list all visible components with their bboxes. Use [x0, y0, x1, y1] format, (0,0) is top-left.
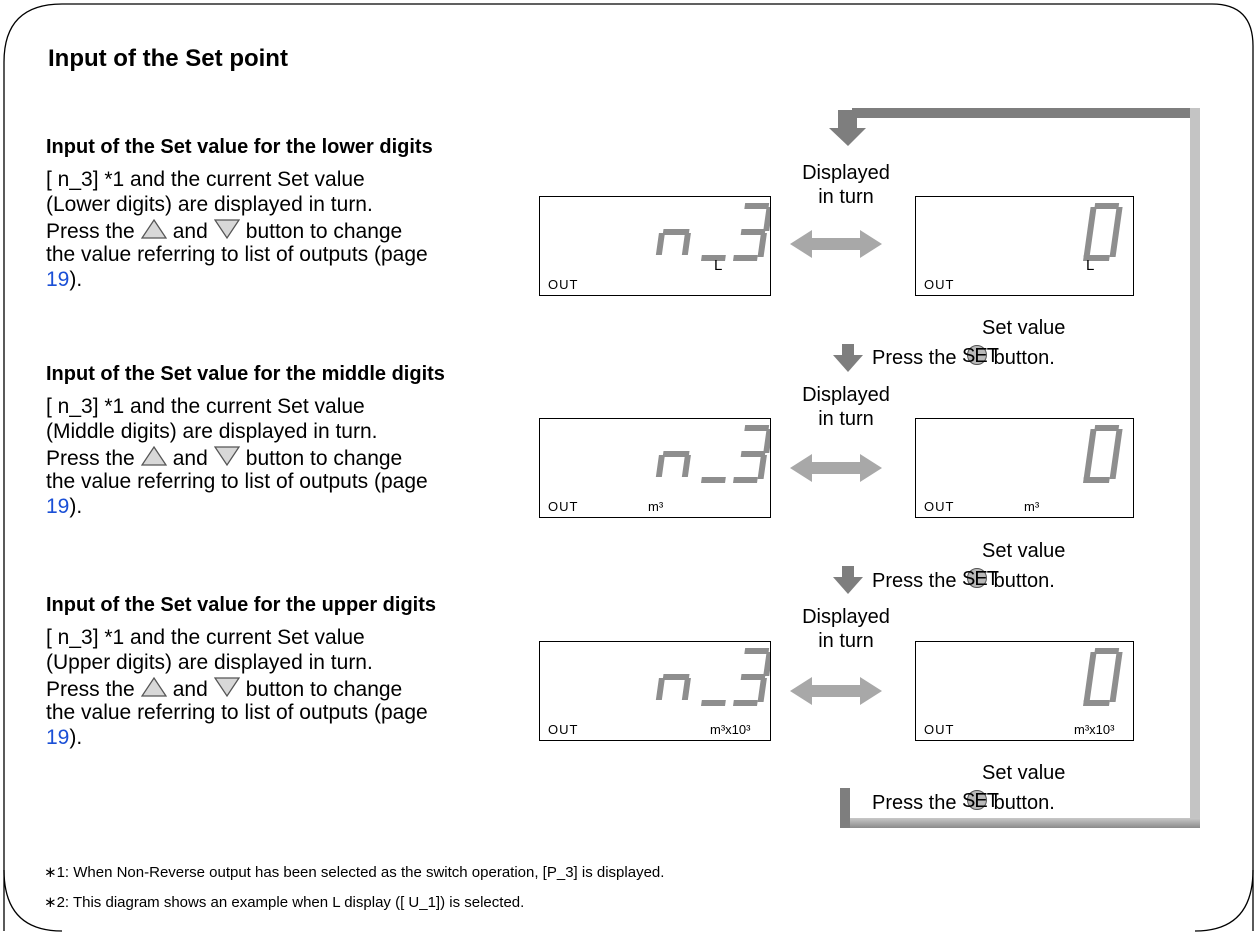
lcd-out-label: OUT — [924, 277, 955, 292]
section-text-line: the value referring to list of outputs (… — [46, 701, 428, 724]
section-text-line: (Upper digits) are displayed in turn. — [46, 651, 373, 674]
press-text: button. — [993, 570, 1055, 592]
press-text: Press the — [46, 220, 135, 243]
lcd-segments — [1083, 203, 1123, 261]
set-button-icon: SET — [962, 790, 999, 812]
section-heading-middle: Input of the Set value for the middle di… — [46, 363, 445, 385]
lcd-segments — [655, 425, 770, 483]
up-triangle-icon — [140, 445, 167, 466]
close-paren: ). — [69, 268, 83, 291]
lcd-segments — [655, 203, 770, 261]
caption-line: in turn — [818, 186, 874, 208]
lcd-unit-label: m³ — [1024, 499, 1040, 514]
lcd-unit-label: m³x10³ — [710, 722, 751, 737]
lcd-out-label: OUT — [924, 499, 955, 514]
press-text: button. — [993, 792, 1055, 814]
footnote-2: ∗2: This diagram shows an example when L… — [44, 894, 525, 911]
set-button-icon: SET — [962, 568, 999, 590]
down-triangle-icon — [213, 677, 240, 698]
press-instruction: Press the and button to change — [46, 676, 402, 701]
section-text-line: (Lower digits) are displayed in turn. — [46, 193, 373, 216]
page-ref-line: 19). — [46, 495, 82, 518]
section-text-line: the value referring to list of outputs (… — [46, 243, 428, 266]
displayed-in-turn-caption: Displayed in turn — [786, 605, 906, 653]
double-arrow-2 — [790, 454, 882, 482]
lcd-display-code-lower: OUT L — [539, 196, 771, 296]
double-arrow-1 — [790, 230, 882, 258]
down-triangle-icon — [213, 219, 240, 240]
section-text-line: [ n_3] *1 and the current Set value — [46, 626, 365, 649]
lcd-segments — [1083, 425, 1123, 483]
close-paren: ). — [69, 726, 83, 749]
press-text: and — [172, 220, 208, 243]
set-value-caption: Set value — [982, 317, 1066, 339]
page-link[interactable]: 19 — [46, 726, 70, 749]
double-arrow-3 — [790, 677, 882, 705]
displayed-in-turn-caption: Displayed in turn — [786, 383, 906, 431]
caption-line: Displayed — [802, 606, 890, 628]
lcd-segments — [655, 648, 770, 706]
caption-line: Displayed — [802, 162, 890, 184]
press-text: Press the — [46, 447, 135, 470]
lcd-unit-label: m³ — [648, 499, 664, 514]
lcd-out-label: OUT — [548, 499, 579, 514]
caption-line: in turn — [818, 408, 874, 430]
press-text: and — [172, 678, 208, 701]
press-text: button to change — [245, 678, 403, 701]
lcd-out-label: OUT — [548, 277, 579, 292]
press-text: Press the — [46, 678, 135, 701]
lcd-display-value-middle: OUT m³ — [915, 418, 1134, 518]
lcd-display-value-upper: OUT m³x10³ — [915, 641, 1134, 741]
caption-line: Displayed — [802, 384, 890, 406]
page-ref-line: 19). — [46, 268, 82, 291]
lcd-segments — [1083, 648, 1123, 706]
press-instruction: Press the and button to change — [46, 445, 402, 470]
press-instruction: Press the and button to change — [46, 218, 402, 243]
section-text-line: [ n_3] *1 and the current Set value — [46, 395, 365, 418]
close-paren: ). — [69, 495, 83, 518]
section-heading-lower: Input of the Set value for the lower dig… — [46, 136, 433, 158]
press-set-instruction: Press the SET button. — [872, 567, 1055, 593]
down-triangle-icon — [213, 446, 240, 467]
press-text: Press the — [872, 570, 957, 592]
lcd-unit-label: m³x10³ — [1074, 722, 1115, 737]
page-title: Input of the Set point — [48, 45, 288, 72]
page-ref-line: 19). — [46, 726, 82, 749]
lcd-display-code-upper: OUT m³x10³ — [539, 641, 771, 741]
section-text-line: [ n_3] *1 and the current Set value — [46, 168, 365, 191]
lcd-out-label: OUT — [924, 722, 955, 737]
return-loop-arrow — [829, 108, 1200, 828]
press-text: Press the — [872, 792, 957, 814]
press-set-instruction: Press the SET button. — [872, 344, 1055, 370]
caption-line: in turn — [818, 630, 874, 652]
set-button-icon: SET — [962, 345, 999, 367]
section-text-line: (Middle digits) are displayed in turn. — [46, 420, 378, 443]
set-value-caption: Set value — [982, 762, 1066, 784]
lcd-out-label: OUT — [548, 722, 579, 737]
lcd-unit-label: L — [1086, 257, 1095, 274]
press-text: and — [172, 447, 208, 470]
page-link[interactable]: 19 — [46, 268, 70, 291]
press-text: button. — [993, 347, 1055, 369]
lcd-unit-label: L — [714, 257, 723, 274]
down-arrow-2 — [833, 566, 863, 594]
down-arrow-1 — [833, 344, 863, 372]
footnote-1: ∗1: When Non-Reverse output has been sel… — [44, 864, 665, 881]
press-text: button to change — [245, 220, 403, 243]
press-text: button to change — [245, 447, 403, 470]
section-text-line: the value referring to list of outputs (… — [46, 470, 428, 493]
press-text: Press the — [872, 347, 957, 369]
up-triangle-icon — [140, 676, 167, 697]
page-link[interactable]: 19 — [46, 495, 70, 518]
displayed-in-turn-caption: Displayed in turn — [786, 161, 906, 209]
set-value-caption: Set value — [982, 540, 1066, 562]
press-set-instruction: Press the SET button. — [872, 789, 1055, 815]
section-heading-upper: Input of the Set value for the upper dig… — [46, 594, 437, 616]
lcd-display-code-middle: OUT m³ — [539, 418, 771, 518]
up-triangle-icon — [140, 218, 167, 239]
lcd-display-value-lower: OUT L — [915, 196, 1134, 296]
